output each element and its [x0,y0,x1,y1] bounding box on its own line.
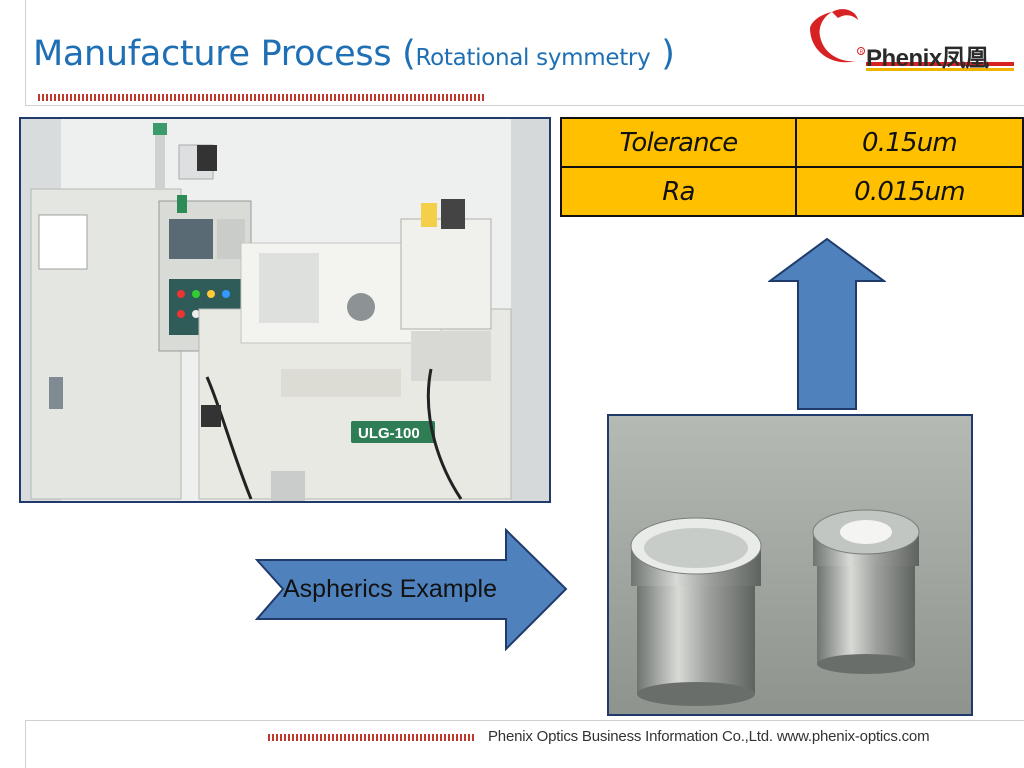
up-arrow-icon [768,237,886,410]
frame-top-line [25,105,1024,106]
logo-text: Phenix凤凰 [866,45,989,72]
frame-left-line [25,0,26,105]
title-underline-dots [38,94,486,101]
machine-label: ULG-100 [358,425,420,442]
table-cell-value: 0.015um [795,166,1024,217]
phoenix-swirl-icon: R [810,9,1014,71]
table-row: Ra 0.015um [560,166,1024,217]
spec-table: Tolerance 0.15um Ra 0.015um [560,117,1024,217]
logo-registered-mark: R [860,50,864,56]
machine-photo: ULG-100 [19,117,551,503]
table-cell-param: Tolerance [560,117,797,168]
table-row: Tolerance 0.15um [560,117,1024,168]
aspheric-parts-photo [607,414,973,716]
frame-bottom-left-line [25,720,26,768]
footer-text: Phenix Optics Business Information Co.,L… [488,728,930,745]
arrow-label: Aspherics Example [283,575,497,603]
frame-bottom-line [25,720,1024,721]
title-subtitle: Rotational symmetry [415,45,651,71]
title-close: ) [661,34,675,74]
footer-dots [268,734,475,741]
right-arrow-icon [255,528,568,651]
title-main: Manufacture Process ( [33,34,416,74]
table-cell-value: 0.15um [795,117,1024,168]
page-title: Manufacture Process (Rotational symmetry… [33,34,675,74]
table-cell-param: Ra [560,166,797,217]
